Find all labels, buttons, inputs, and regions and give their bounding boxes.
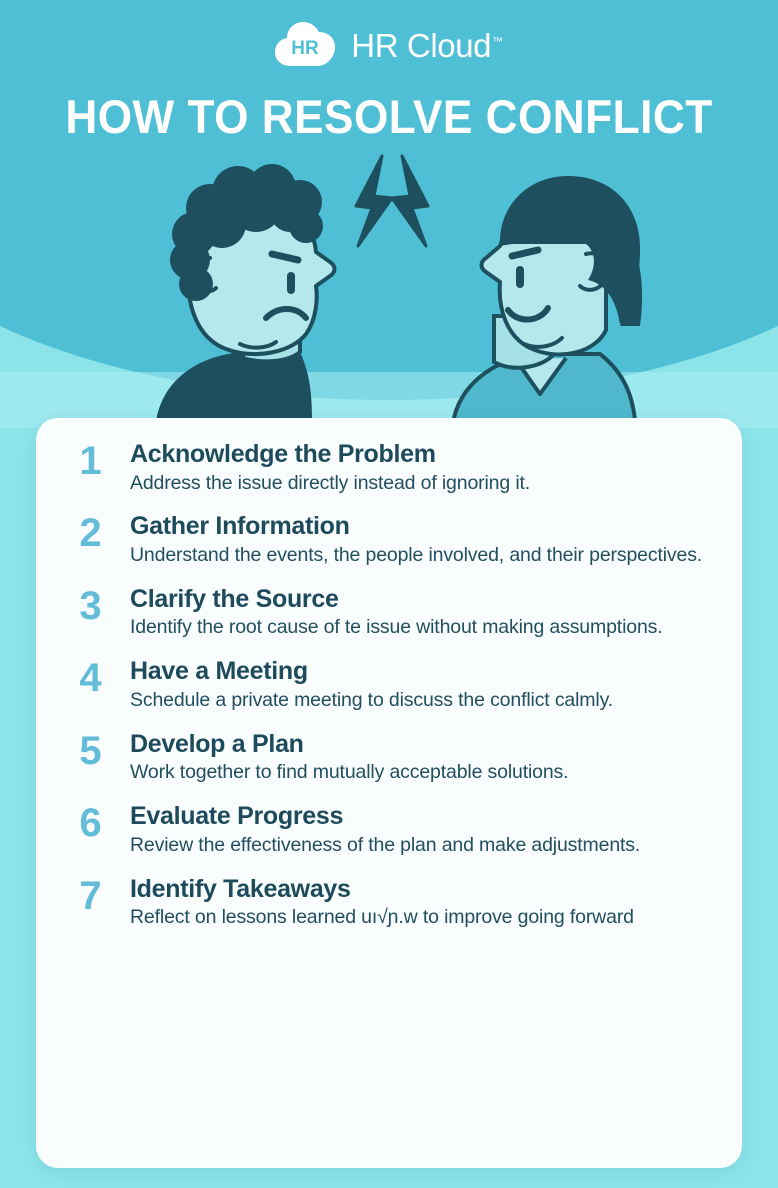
svg-text:HR: HR — [292, 38, 320, 59]
list-item: 3 Clarify the Source Identify the root c… — [66, 585, 712, 640]
two-people-arguing-illustration — [0, 150, 778, 430]
step-description: Understand the events, the people involv… — [130, 543, 703, 566]
step-title: Have a Meeting — [130, 657, 308, 686]
step-number: 1 — [79, 439, 101, 483]
step-body: Develop a Plan Work together to find mut… — [130, 730, 712, 785]
step-number: 7 — [79, 873, 101, 918]
left-person-group — [155, 164, 337, 430]
step-number: 6 — [79, 801, 101, 846]
step-body: Clarify the Source Identify the root cau… — [130, 585, 712, 640]
step-title: Gather Information — [130, 512, 350, 541]
step-body: Evaluate Progress Review the effectivene… — [130, 802, 712, 857]
step-body: Have a Meeting Schedule a private meetin… — [130, 657, 712, 712]
step-title: Acknowledge the Problem — [130, 440, 436, 468]
hr-cloud-logo-icon: HR — [275, 22, 337, 68]
step-title: Identify Takeaways — [130, 874, 351, 903]
step-number: 3 — [79, 583, 101, 628]
right-person-group — [450, 176, 643, 430]
step-description: Review the effectiveness of the plan and… — [130, 833, 641, 856]
list-item: 2 Gather Information Understand the even… — [66, 512, 712, 567]
steps-card: 1 Acknowledge the Problem Address the is… — [36, 418, 742, 1168]
list-item: 4 Have a Meeting Schedule a private meet… — [66, 657, 712, 712]
step-body: Acknowledge the Problem Address the issu… — [130, 440, 712, 495]
step-description: Work together to find mutually acceptabl… — [130, 761, 569, 784]
list-item: 5 Develop a Plan Work together to find m… — [66, 730, 712, 785]
step-body: Gather Information Understand the events… — [130, 512, 712, 567]
step-description: Schedule a private meeting to discuss th… — [130, 688, 614, 711]
page-title: HOW TO RESOLVE CONFLICT — [65, 90, 713, 143]
brand-name: HR Cloud — [351, 26, 492, 64]
step-number: 5 — [79, 728, 101, 773]
step-number: 2 — [79, 511, 101, 556]
step-description: Identify the root cause of te issue with… — [130, 616, 663, 639]
step-number: 4 — [79, 656, 101, 701]
step-description: Reflect on lessons learned uı√ɲ.w to imp… — [130, 906, 634, 929]
list-item: 1 Acknowledge the Problem Address the is… — [66, 440, 712, 495]
list-item: 6 Evaluate Progress Review the effective… — [66, 802, 712, 857]
step-title: Evaluate Progress — [130, 802, 344, 831]
steps-list: 1 Acknowledge the Problem Address the is… — [66, 440, 712, 930]
brand-logo-text: HR Cloud™ — [351, 26, 503, 64]
brand-logo: HR HR Cloud™ — [0, 22, 778, 68]
step-title: Clarify the Source — [130, 584, 339, 613]
list-item: 7 Identify Takeaways Reflect on lessons … — [66, 875, 712, 930]
step-title: Develop a Plan — [130, 729, 304, 758]
trademark-symbol: ™ — [492, 35, 503, 48]
step-description: Address the issue directly instead of ig… — [130, 471, 531, 494]
lightning-bolts-icon — [354, 154, 430, 248]
step-body: Identify Takeaways Reflect on lessons le… — [130, 875, 712, 930]
